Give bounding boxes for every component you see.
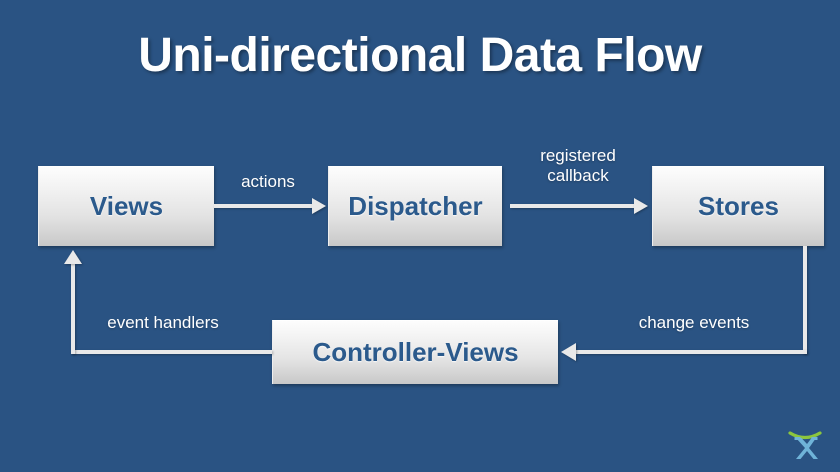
node-controller-views-label: Controller-Views: [312, 337, 519, 367]
edge-stores-to-controller-vertical-line: [803, 246, 807, 354]
x-mark-logo: [786, 428, 824, 466]
node-views-label: Views: [89, 191, 164, 221]
edge-dispatcher-to-stores-arrowhead-icon: [634, 198, 648, 214]
edge-views-to-dispatcher-arrowhead-icon: [312, 198, 326, 214]
node-views[interactable]: Views: [38, 166, 214, 246]
edge-label-registered-callback: registered callback: [508, 146, 648, 186]
node-dispatcher-label: Dispatcher: [348, 191, 483, 221]
node-stores-label: Stores: [698, 191, 779, 221]
edge-controller-to-views-vertical-line: [71, 264, 75, 354]
edge-controller-to-views-horizontal-line: [71, 350, 272, 354]
edge-stores-to-controller-horizontal-line: [576, 350, 807, 354]
edge-controller-to-views-arrowhead-icon: [64, 250, 82, 264]
node-dispatcher[interactable]: Dispatcher: [328, 166, 502, 246]
edge-label-change-events: change events: [638, 313, 750, 332]
x-mark-logo-icon: [788, 431, 822, 459]
edge-label-registered-callback-line1: registered: [540, 146, 616, 165]
node-controller-views[interactable]: Controller-Views: [272, 320, 558, 384]
edge-label-event-handlers: event handlers: [107, 313, 219, 332]
node-stores[interactable]: Stores: [652, 166, 824, 246]
edge-stores-to-controller-arrowhead-icon: [561, 343, 576, 361]
edge-label-actions: actions: [241, 172, 295, 191]
page-title: Uni-directional Data Flow: [138, 29, 702, 82]
edge-label-registered-callback-line2: callback: [547, 166, 609, 185]
edge-dispatcher-to-stores-line: [510, 204, 634, 208]
edge-views-to-dispatcher-line: [214, 204, 312, 208]
